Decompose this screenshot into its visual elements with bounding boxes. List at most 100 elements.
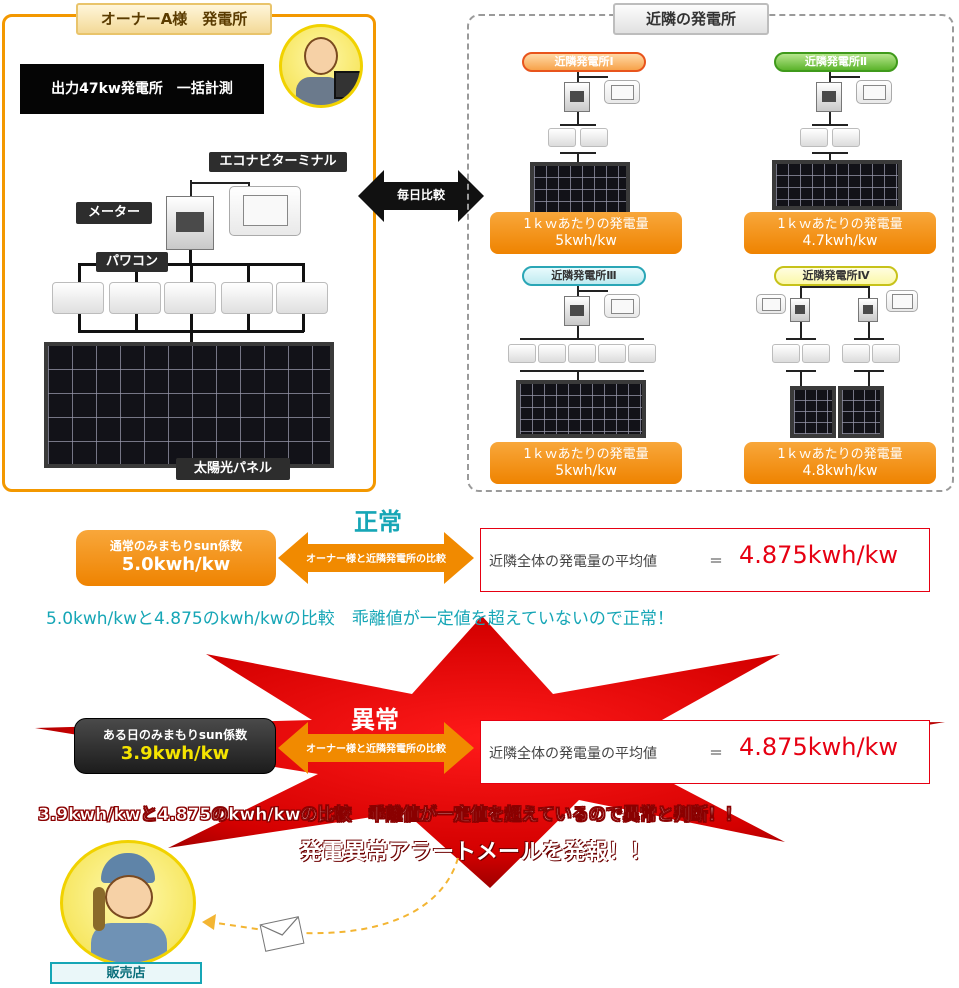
normal-compare-text: オーナー様と近隣発電所の比較: [306, 554, 446, 565]
neighbor-3-pcs: [508, 344, 536, 363]
daily-compare-arrow: [358, 170, 484, 222]
pcs-rise-2: [135, 314, 138, 332]
abnormal-coef-box: ある日のみまもりsun係数 3.9kwh/kw: [74, 718, 276, 774]
neighbor-4-pcs: [872, 344, 900, 363]
average-equals: ＝: [709, 554, 723, 570]
neighbor-2-meter: [816, 82, 842, 112]
abnormal-compare-arrow: [278, 722, 474, 774]
neighbor-4-terminal: [886, 290, 918, 312]
power-conditioner: [109, 282, 161, 314]
neighbor-2-rate: 1ｋｗあたりの発電量 4.7kwh/kw: [744, 212, 936, 254]
mail-envelope-icon: [259, 916, 305, 952]
p2-bus: [812, 124, 848, 126]
p3-line-top: [577, 286, 579, 298]
p4-tag-drop-a: [800, 286, 802, 300]
average-label: 近隣全体の発電量の平均値: [489, 746, 657, 762]
neighbor-4-solar-panel: [838, 386, 884, 438]
meter-device: [166, 196, 214, 250]
abnormal-average-box: 近隣全体の発電量の平均値 ＝ 4.875kwh/kw: [480, 720, 930, 784]
pcs-rise-5: [302, 314, 305, 332]
p4-to-panel-a: [800, 370, 802, 388]
terminal-label: エコナビターミナル: [209, 152, 347, 172]
p4-bus-a: [786, 338, 816, 340]
p1-term-line: [578, 76, 608, 78]
meter-bus-line: [189, 250, 192, 266]
neighbor-2-pcs: [832, 128, 860, 147]
p4-drop-b: [868, 322, 870, 338]
abnormal-coef-label: ある日のみまもりsun係数: [102, 728, 248, 742]
neighbor-1-pcs: [548, 128, 576, 147]
daily-compare-label: 毎日比較: [396, 188, 445, 202]
normal-average-box: 近隣全体の発電量の平均値 ＝ 4.875kwh/kw: [480, 528, 930, 592]
rate-value: 5kwh/kw: [555, 233, 617, 249]
p3-bus-drop: [577, 326, 579, 340]
neighbor-1-rate: 1ｋｗあたりの発電量 5kwh/kw: [490, 212, 682, 254]
neighbor-3-meter: [564, 296, 590, 326]
pcs-drop-1: [78, 263, 81, 285]
owner-plant-title: オーナーA様 発電所: [76, 3, 272, 35]
normal-compare-arrow: [278, 532, 474, 584]
power-conditioner: [52, 282, 104, 314]
neighbor-3-pcs: [568, 344, 596, 363]
neighbor-4-meter: [790, 298, 810, 322]
owner-banner: 出力47kw発電所 一括計測: [20, 64, 264, 114]
normal-coef-label: 通常のみまもりsun係数: [109, 539, 243, 553]
normal-heading: 正常: [354, 508, 402, 536]
neighbor-3-solar-panel: [516, 380, 646, 438]
rate-label: 1ｋｗあたりの発電量: [523, 217, 649, 232]
average-value: 4.875kwh/kw: [739, 541, 899, 569]
pcs-label: パワコン: [96, 252, 168, 272]
p3-to-panel: [577, 370, 579, 382]
average-equals: ＝: [709, 746, 723, 762]
rate-label: 1ｋｗあたりの発電量: [523, 447, 649, 462]
p3-bus-low: [520, 370, 644, 372]
normal-message: 5.0kwh/kwと4.875のkwh/kwの比較 乖離値が一定値を超えていない…: [46, 609, 674, 629]
p2-term-line: [830, 76, 860, 78]
neighbor-4-solar-panel: [790, 386, 836, 438]
pcs-rise-1: [78, 314, 81, 332]
p1-bus-drop: [577, 112, 579, 126]
p3-bus: [520, 338, 644, 340]
neighbor-plants-title: 近隣の発電所: [613, 3, 769, 35]
abnormal-compare-text: オーナー様と近隣発電所の比較: [306, 744, 446, 755]
normal-coef-value: 5.0kwh/kw: [121, 554, 231, 575]
rate-label: 1ｋｗあたりの発電量: [777, 447, 903, 462]
neighbor-3-pcs: [598, 344, 626, 363]
alert-mail-heading: 発電異常アラートメールを発報！！: [299, 840, 652, 865]
average-value: 4.875kwh/kw: [739, 733, 899, 761]
neighbor-plant-4-tag: 近隣発電所Ⅳ: [774, 266, 898, 286]
p1-bus: [560, 124, 596, 126]
abnormal-heading: 異常: [351, 706, 399, 734]
neighbor-plant-2-tag: 近隣発電所Ⅱ: [774, 52, 898, 72]
power-conditioner: [276, 282, 328, 314]
dealer-avatar: [60, 840, 196, 966]
neighbor-3-terminal: [604, 294, 640, 318]
meter-label: メーター: [76, 202, 152, 224]
power-conditioner: [221, 282, 273, 314]
neighbor-4-terminal: [756, 294, 786, 314]
pcs-drop-3: [190, 263, 193, 285]
p3-term-line: [578, 290, 608, 292]
p4-tag-drop-b: [868, 286, 870, 300]
neighbor-plant-1-tag: 近隣発電所Ⅰ: [522, 52, 646, 72]
neighbor-plant-3-tag: 近隣発電所Ⅲ: [522, 266, 646, 286]
solar-panel-label: 太陽光パネル: [176, 458, 290, 480]
rate-value: 4.7kwh/kw: [802, 233, 878, 249]
pcs-rise-3: [190, 314, 193, 344]
abnormal-coef-value: 3.9kwh/kw: [120, 743, 230, 764]
dealer-label: 販売店: [50, 962, 202, 984]
neighbor-2-pcs: [800, 128, 828, 147]
normal-coef-box: 通常のみまもりsun係数 5.0kwh/kw: [76, 530, 276, 586]
pcs-bottom-bus: [78, 330, 304, 333]
neighbor-4-pcs: [802, 344, 830, 363]
rate-label: 1ｋｗあたりの発電量: [777, 217, 903, 232]
p4-bus-b: [854, 338, 884, 340]
neighbor-3-pcs: [538, 344, 566, 363]
p1-to-panel: [577, 152, 579, 164]
neighbor-3-pcs: [628, 344, 656, 363]
neighbor-1-terminal: [604, 80, 640, 104]
p2-bus-drop: [829, 112, 831, 126]
neighbor-4-pcs: [772, 344, 800, 363]
p4-to-panel-b: [868, 370, 870, 388]
mail-delivery-path: [202, 857, 459, 935]
